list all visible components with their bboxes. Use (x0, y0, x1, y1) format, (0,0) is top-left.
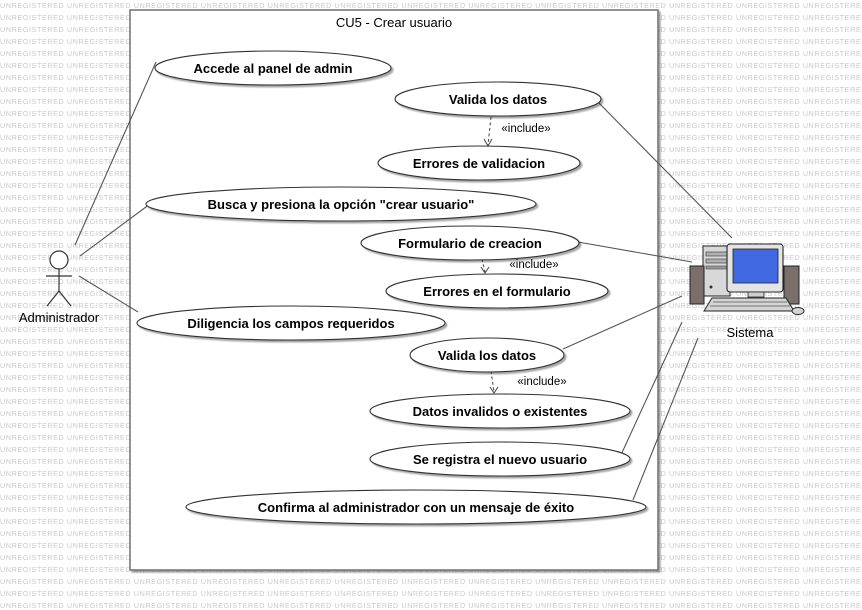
include-arrow-1[interactable] (487, 116, 492, 146)
use-case-label: Se registra el nuevo usuario (413, 452, 587, 467)
include-dependencies (481, 116, 495, 393)
use-case-datos-invalidos[interactable]: Datos invalidos o existentes (369, 393, 631, 429)
assoc-sys-uc8[interactable] (562, 295, 683, 350)
actor-label: Administrador (19, 310, 100, 325)
use-case-errores-validacion[interactable]: Errores de validacion (377, 145, 581, 181)
include-arrow-2[interactable] (481, 258, 486, 273)
use-case-registra-usuario[interactable]: Se registra el nuevo usuario (369, 441, 631, 477)
use-case-accede-panel[interactable]: Accede al panel de admin (154, 50, 392, 86)
assoc-admin-uc1[interactable] (74, 61, 157, 246)
assoc-sys-uc10[interactable] (619, 321, 683, 458)
use-case-diligencia-campos[interactable]: Diligencia los campos requeridos (136, 305, 446, 341)
assoc-sys-uc2[interactable] (593, 97, 733, 239)
use-case-confirma-exito[interactable]: Confirma al administrador con un mensaje… (185, 489, 647, 525)
assoc-admin-uc7[interactable] (78, 275, 139, 313)
include-label-2: «include» (509, 259, 558, 271)
assoc-admin-uc4[interactable] (79, 203, 151, 257)
include-label-3: «include» (517, 376, 566, 388)
use-case-label: Diligencia los campos requeridos (187, 316, 394, 331)
use-case-label: Formulario de creacion (398, 236, 542, 251)
use-case-errores-formulario[interactable]: Errores en el formulario (385, 273, 609, 309)
use-case-formulario-creacion[interactable]: Formulario de creacion (360, 225, 580, 261)
use-case-label: Datos invalidos o existentes (413, 404, 588, 419)
use-case-label: Valida los datos (438, 348, 536, 363)
actor-sistema[interactable]: Sistema (689, 243, 805, 340)
assoc-sys-uc5[interactable] (577, 241, 693, 263)
system-boundary-title: CU5 - Crear usuario (336, 15, 452, 30)
computer-icon (689, 243, 805, 315)
associations (74, 61, 733, 501)
assoc-sys-uc11[interactable] (632, 337, 699, 501)
use-case-busca-crear-usuario[interactable]: Busca y presiona la opción "crear usuari… (145, 186, 537, 222)
use-case-label: Errores de validacion (413, 156, 545, 171)
use-case-label: Busca y presiona la opción "crear usuari… (208, 197, 475, 212)
use-case-label: Valida los datos (449, 92, 547, 107)
use-cases: Accede al panel de admin Valida los dato… (136, 50, 647, 525)
use-case-valida-datos-2[interactable]: Valida los datos (409, 337, 565, 373)
stick-figure-icon (46, 250, 72, 307)
actor-label: Sistema (727, 325, 775, 340)
include-arrow-3[interactable] (490, 370, 495, 393)
use-case-label: Errores en el formulario (423, 284, 570, 299)
use-case-valida-datos-1[interactable]: Valida los datos (394, 81, 602, 117)
use-case-label: Accede al panel de admin (194, 61, 353, 76)
actor-administrador[interactable]: Administrador (19, 250, 100, 325)
use-case-label: Confirma al administrador con un mensaje… (258, 500, 574, 515)
include-label-1: «include» (501, 123, 550, 135)
